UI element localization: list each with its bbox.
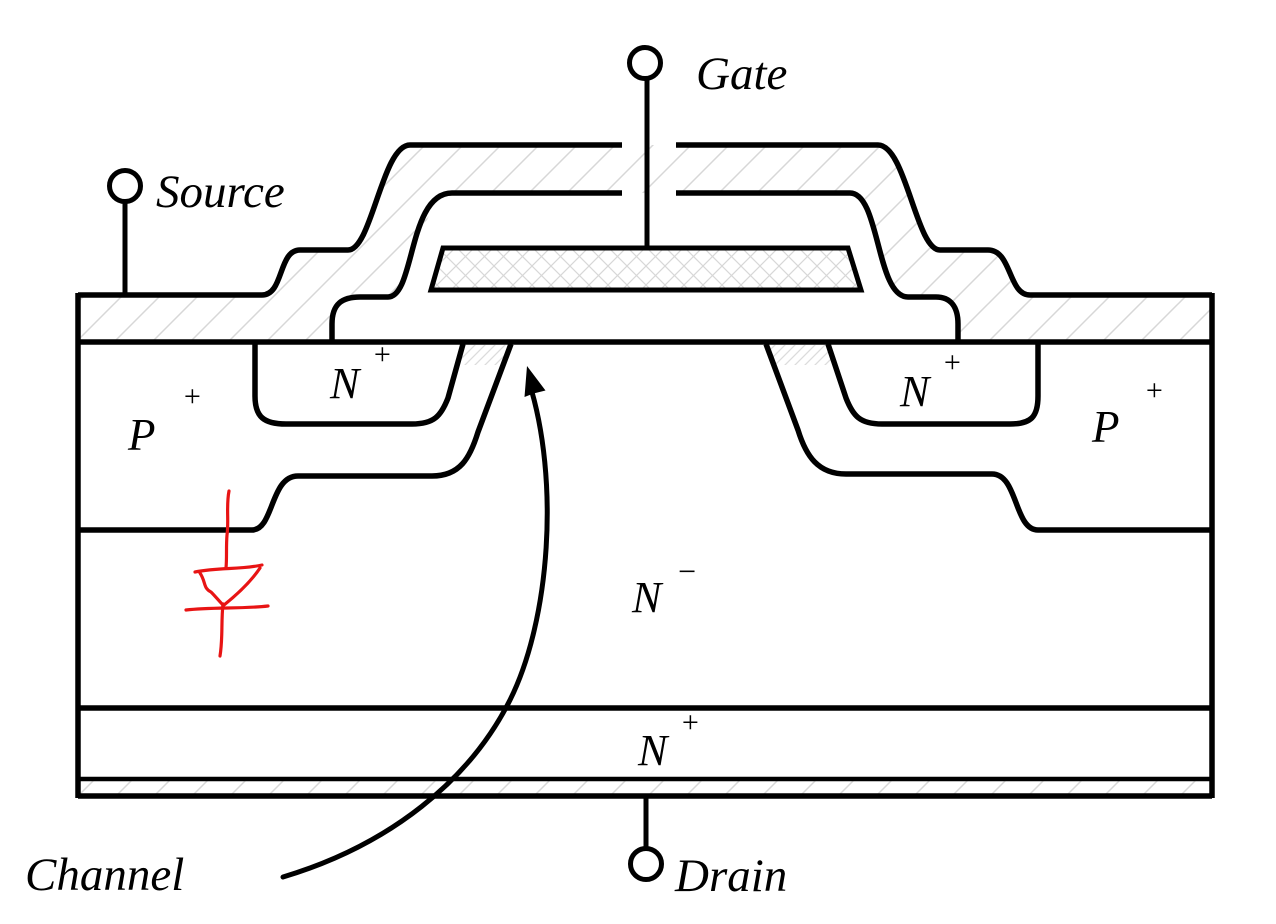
body-diode-triangle — [193, 563, 264, 607]
p-well-left-boundary — [78, 343, 514, 533]
n-source-left-label: N+ — [329, 338, 392, 408]
p-well-right-boundary — [763, 343, 1212, 533]
channel-arrowhead — [524, 366, 546, 397]
n-substrate-label: N+ — [637, 706, 700, 775]
source-metal-inner-outline — [329, 190, 961, 342]
drain-terminal-circle — [628, 846, 664, 882]
source-label: Source — [156, 166, 285, 218]
source-metal-top-outline — [78, 142, 1212, 298]
drain-label: Drain — [674, 850, 787, 902]
gate-terminal-circle — [627, 45, 663, 81]
p-well-right-label: P+ — [1091, 374, 1164, 452]
p-well-left-label: P+ — [127, 380, 202, 460]
gate-electrode — [427, 245, 865, 293]
channel-region-right — [767, 345, 834, 365]
channel-label: Channel — [25, 849, 184, 901]
body-diode — [184, 489, 270, 658]
channel-arrow — [280, 379, 550, 880]
n-source-right-boundary — [825, 343, 1041, 427]
gate-label: Gate — [696, 48, 787, 100]
body-diode-cathode-bar — [184, 604, 270, 612]
source-metal-fill — [78, 145, 1212, 342]
n-source-left-boundary — [252, 343, 466, 427]
source-terminal-circle — [107, 168, 143, 204]
n-source-right-label: N+ — [899, 346, 962, 416]
body-diode-anode-lead — [224, 489, 231, 570]
drain-metal-fill — [78, 779, 1212, 796]
body-diode-cathode-lead — [218, 602, 225, 658]
n-drift-label: N− — [631, 553, 698, 622]
channel-region-left — [457, 345, 510, 365]
